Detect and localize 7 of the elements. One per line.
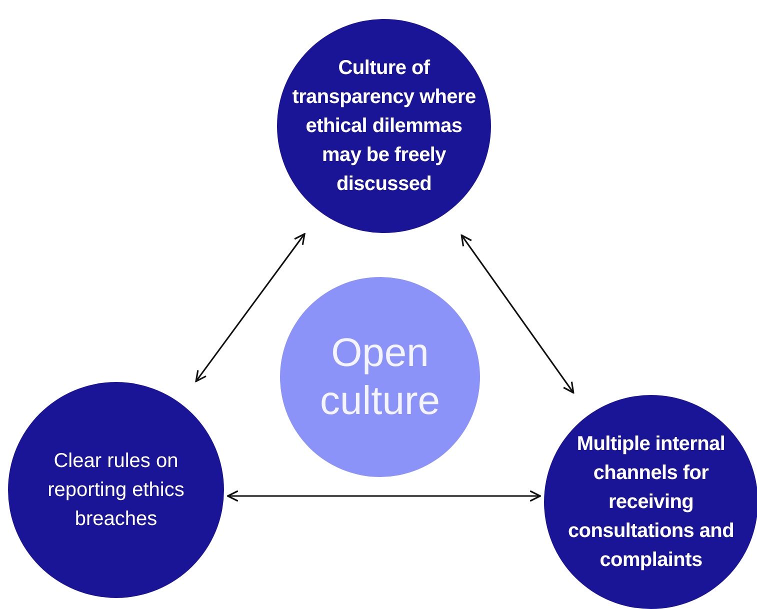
node-text: Clear rules on reporting ethics breaches: [46, 448, 186, 532]
double-arrow: [227, 490, 541, 502]
node-text: Multiple internal channels for receiving consultations and complaints: [566, 432, 736, 572]
node-text: Open culture: [318, 330, 442, 425]
double-arrow: [460, 234, 574, 394]
node-text: Culture of transparency where ethical dilemmas may be freely discussed: [291, 56, 477, 196]
double-arrow: [195, 233, 306, 382]
